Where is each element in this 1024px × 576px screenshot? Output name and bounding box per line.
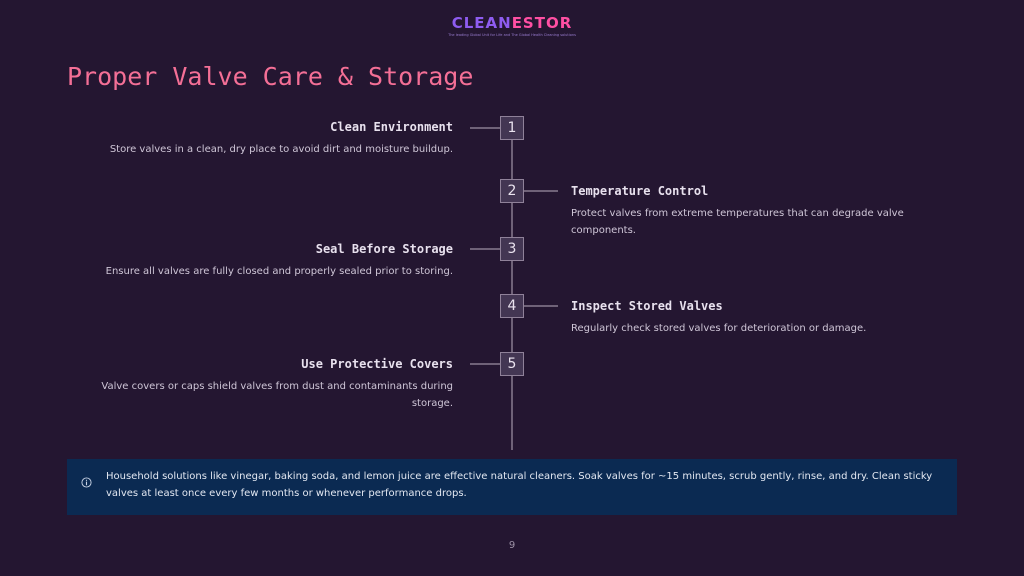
step-2: Temperature Control Protect valves from …	[571, 184, 961, 239]
connector-step-1	[470, 127, 500, 129]
connector-step-5	[470, 363, 500, 365]
step-5-description: Valve covers or caps shield valves from …	[101, 381, 453, 409]
connector-step-4	[524, 305, 558, 307]
page-title: Proper Valve Care & Storage	[67, 62, 474, 91]
step-3-description: Ensure all valves are fully closed and p…	[105, 266, 453, 277]
step-4-title: Inspect Stored Valves	[571, 299, 723, 313]
step-5: Use Protective Covers Valve covers or ca…	[63, 357, 453, 412]
step-5-number: 5	[500, 352, 524, 376]
step-3: Seal Before Storage Ensure all valves ar…	[63, 242, 453, 280]
info-note-text: Household solutions like vinegar, baking…	[106, 471, 933, 499]
step-1-number: 1	[500, 116, 524, 140]
brand-name-part2: ESTOR	[511, 14, 573, 32]
step-5-title: Use Protective Covers	[301, 357, 453, 371]
timeline-line	[511, 128, 513, 450]
step-3-number: 3	[500, 237, 524, 261]
connector-step-3	[470, 248, 500, 250]
step-4-description: Regularly check stored valves for deteri…	[571, 323, 867, 334]
info-icon	[81, 473, 92, 488]
step-3-title: Seal Before Storage	[315, 242, 453, 256]
step-2-title: Temperature Control	[571, 184, 709, 198]
brand-name: CLEANESTOR	[0, 14, 1024, 32]
brand-tagline: The leading Global Unit for Life and The…	[448, 33, 576, 37]
step-2-number: 2	[500, 179, 524, 203]
step-1-description: Store valves in a clean, dry place to av…	[109, 144, 453, 155]
step-4-number: 4	[500, 294, 524, 318]
brand-logo: CLEANESTOR The leading Global Unit for L…	[0, 14, 1024, 37]
brand-name-part1: CLEAN	[451, 14, 512, 32]
page-number: 9	[508, 540, 516, 551]
info-note: Household solutions like vinegar, baking…	[67, 459, 957, 515]
connector-step-2	[524, 190, 558, 192]
step-2-description: Protect valves from extreme temperatures…	[571, 208, 904, 236]
step-1: Clean Environment Store valves in a clea…	[63, 120, 453, 158]
step-1-title: Clean Environment	[330, 120, 453, 134]
step-4: Inspect Stored Valves Regularly check st…	[571, 299, 961, 337]
